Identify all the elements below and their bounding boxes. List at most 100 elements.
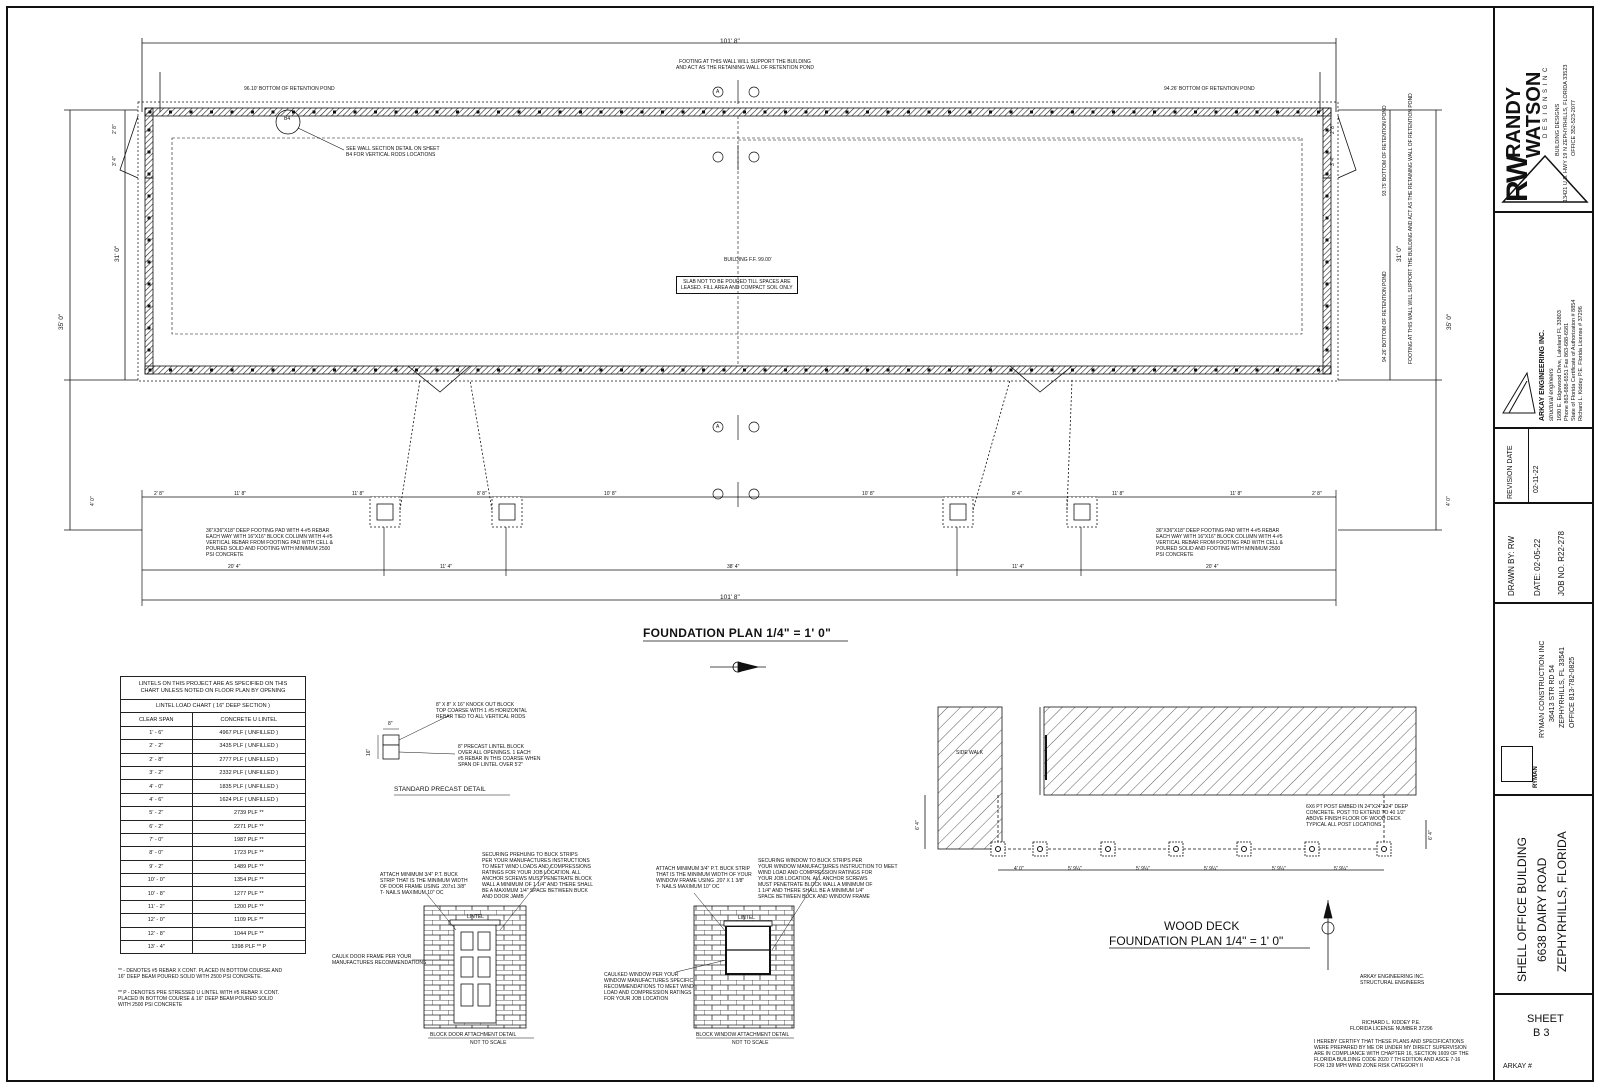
- rod-marker: [866, 368, 869, 372]
- row1-dim-1: 2' 8": [154, 491, 164, 497]
- window-caulk-note: CAULKED WINDOW PER YOUR WINDOW MANUFACTU…: [604, 972, 694, 1002]
- rod-marker: [456, 110, 459, 114]
- vertical-rod-markers: [147, 110, 1329, 372]
- rod-marker: [1091, 368, 1095, 372]
- lintel-row: 10' - 8"1277 PLF **: [120, 886, 307, 901]
- rod-marker: [599, 110, 603, 114]
- rod-marker: [661, 368, 664, 372]
- right-side-4-0: 4' 0": [1446, 496, 1452, 506]
- precast-note-2: 8" PRECAST LINTEL BLOCK OVER ALL OPENING…: [458, 744, 541, 768]
- rod-marker: [579, 368, 582, 372]
- rod-marker: [968, 368, 972, 372]
- lintel-load-cell: 1835 PLF ( UNFILLED ): [191, 779, 307, 794]
- door-title: BLOCK DOOR ATTACHMENT DETAIL: [430, 1032, 517, 1038]
- rod-marker: [497, 110, 500, 114]
- lintel-span-cell: 2' - 2": [120, 739, 193, 754]
- left-inner-dim: 31' 0": [114, 245, 121, 262]
- rod-marker: [968, 110, 972, 114]
- deck-post-center: [995, 846, 1001, 852]
- rod-marker: [1255, 368, 1259, 372]
- rod-marker: [948, 110, 951, 114]
- rod-marker: [189, 110, 193, 114]
- rod-marker: [722, 368, 726, 372]
- deck-dim-4: 5' 9¼": [1204, 866, 1218, 872]
- rod-marker: [1112, 110, 1115, 114]
- lintel-span-cell: 4' - 0": [120, 779, 193, 794]
- rod-marker: [1194, 368, 1197, 372]
- deck-post-center: [1241, 846, 1247, 852]
- sheet-number: B 3: [1533, 1027, 1550, 1039]
- lintel-span-cell: 12' - 8": [120, 926, 193, 942]
- rod-marker: [394, 368, 398, 372]
- right-inner-dim: 31' 0": [1396, 245, 1403, 262]
- rod-marker: [1276, 110, 1279, 114]
- right-wall-note: FOOTING AT THIS WALL WILL SUPPORT THE BU…: [1408, 93, 1414, 364]
- lintel-row: 13' - 4"1398 PLF ** P: [120, 940, 307, 955]
- row1-dim-10: 2' 8": [1312, 491, 1322, 497]
- rod-marker: [845, 368, 849, 372]
- title-block: RW RANDY WATSON D E S I G N S I N C BUIL…: [1493, 6, 1594, 1082]
- wood-deck-drawing: [924, 706, 1427, 871]
- deck-post-note: 6X6 PT POST EMBED IN 24"X24"X24" DEEP CO…: [1306, 804, 1409, 828]
- lintel-row: 3' - 2"2332 PLF ( UNFILLED ): [120, 765, 307, 781]
- ryman-address: 36413 STR RD 54: [1549, 664, 1556, 722]
- rod-marker: [743, 368, 746, 372]
- revision-date-label: REVISION DATE: [1507, 445, 1514, 499]
- lintel-row: 4' - 0"1835 PLF ( UNFILLED ): [120, 779, 307, 794]
- section-markers: [712, 80, 760, 507]
- rod-marker: [147, 194, 151, 198]
- pad-note-right: 36"X36"X18" DEEP FOOTING PAD WITH 4-#5 R…: [1156, 528, 1283, 558]
- rod-marker: [1153, 368, 1156, 372]
- rod-marker: [333, 110, 336, 114]
- rod-marker: [292, 110, 295, 114]
- rod-marker: [148, 368, 152, 372]
- row2-dim-1: 20' 4": [228, 564, 241, 570]
- sheet-block: SHEET B 3 ARKAY #: [1495, 995, 1594, 1080]
- lintel-span-cell: 5' - 2": [120, 806, 193, 821]
- rod-marker: [702, 368, 705, 372]
- deck-right-dim: 6' 4": [1428, 830, 1434, 840]
- lintel-row: 4' - 6"1624 PLF ( UNFILLED ): [120, 792, 307, 808]
- rod-marker: [620, 110, 623, 114]
- arkay-license: Richard L. Kiddey P.E. Florida License #…: [1578, 306, 1584, 421]
- deck-post: [1032, 841, 1048, 857]
- rod-marker: [147, 150, 151, 154]
- arkay-phone: Phone 863-688-6551 Fax 863-688-6581: [1564, 322, 1570, 421]
- rod-marker: [1255, 110, 1259, 114]
- rod-marker: [169, 110, 172, 114]
- revision-block: REVISION DATE 02-11-22: [1495, 429, 1594, 504]
- rod-marker: [497, 368, 500, 372]
- rod-marker: [1325, 150, 1329, 154]
- deck-post-center: [1037, 846, 1043, 852]
- rod-marker: [147, 260, 151, 264]
- rod-marker: [1276, 368, 1279, 372]
- deck-post-center: [1105, 846, 1111, 852]
- lintel-load-cell: 1987 PLF **: [191, 832, 307, 848]
- rod-marker: [1235, 368, 1238, 372]
- deck-post: [1376, 841, 1392, 857]
- rod-marker: [1296, 368, 1300, 372]
- precast-detail-drawing: [377, 714, 456, 760]
- rod-marker: [148, 110, 152, 114]
- rod-marker: [1325, 128, 1329, 132]
- rod-marker: [147, 216, 151, 220]
- window-detail-drawing: [675, 864, 827, 1029]
- bottom-dimension-label: 101' 8": [720, 594, 740, 601]
- project-city: ZEPHYRHILLS, FLORIDA: [1555, 831, 1569, 972]
- rod-marker: [825, 368, 828, 372]
- rod-marker: [476, 368, 480, 372]
- lintel-span-cell: 1' - 6": [120, 725, 193, 741]
- rod-marker: [1325, 260, 1329, 264]
- section-marker-a-bottom: A: [716, 424, 720, 430]
- door-detail-drawing: [412, 864, 553, 1029]
- row1-dim-7: 8' 4": [1012, 491, 1022, 497]
- rod-marker: [1214, 110, 1218, 114]
- lintel-load-cell: 2271 PLF **: [191, 819, 307, 834]
- revision-date-value: 02-11-22: [1533, 465, 1540, 493]
- arkay-address: 1680 E. Edgewood Drive, Lakeland FL 3380…: [1557, 310, 1563, 421]
- rod-marker: [804, 368, 808, 372]
- engineer-certification: I HEREBY CERTIFY THAT THESE PLANS AND SP…: [1314, 1039, 1469, 1069]
- lintel-load-cell: 1200 PLF **: [191, 899, 307, 915]
- lintel-row: 9' - 2"1489 PLF **: [120, 859, 307, 875]
- drawn-by: DRAWN BY: RW: [1507, 535, 1516, 596]
